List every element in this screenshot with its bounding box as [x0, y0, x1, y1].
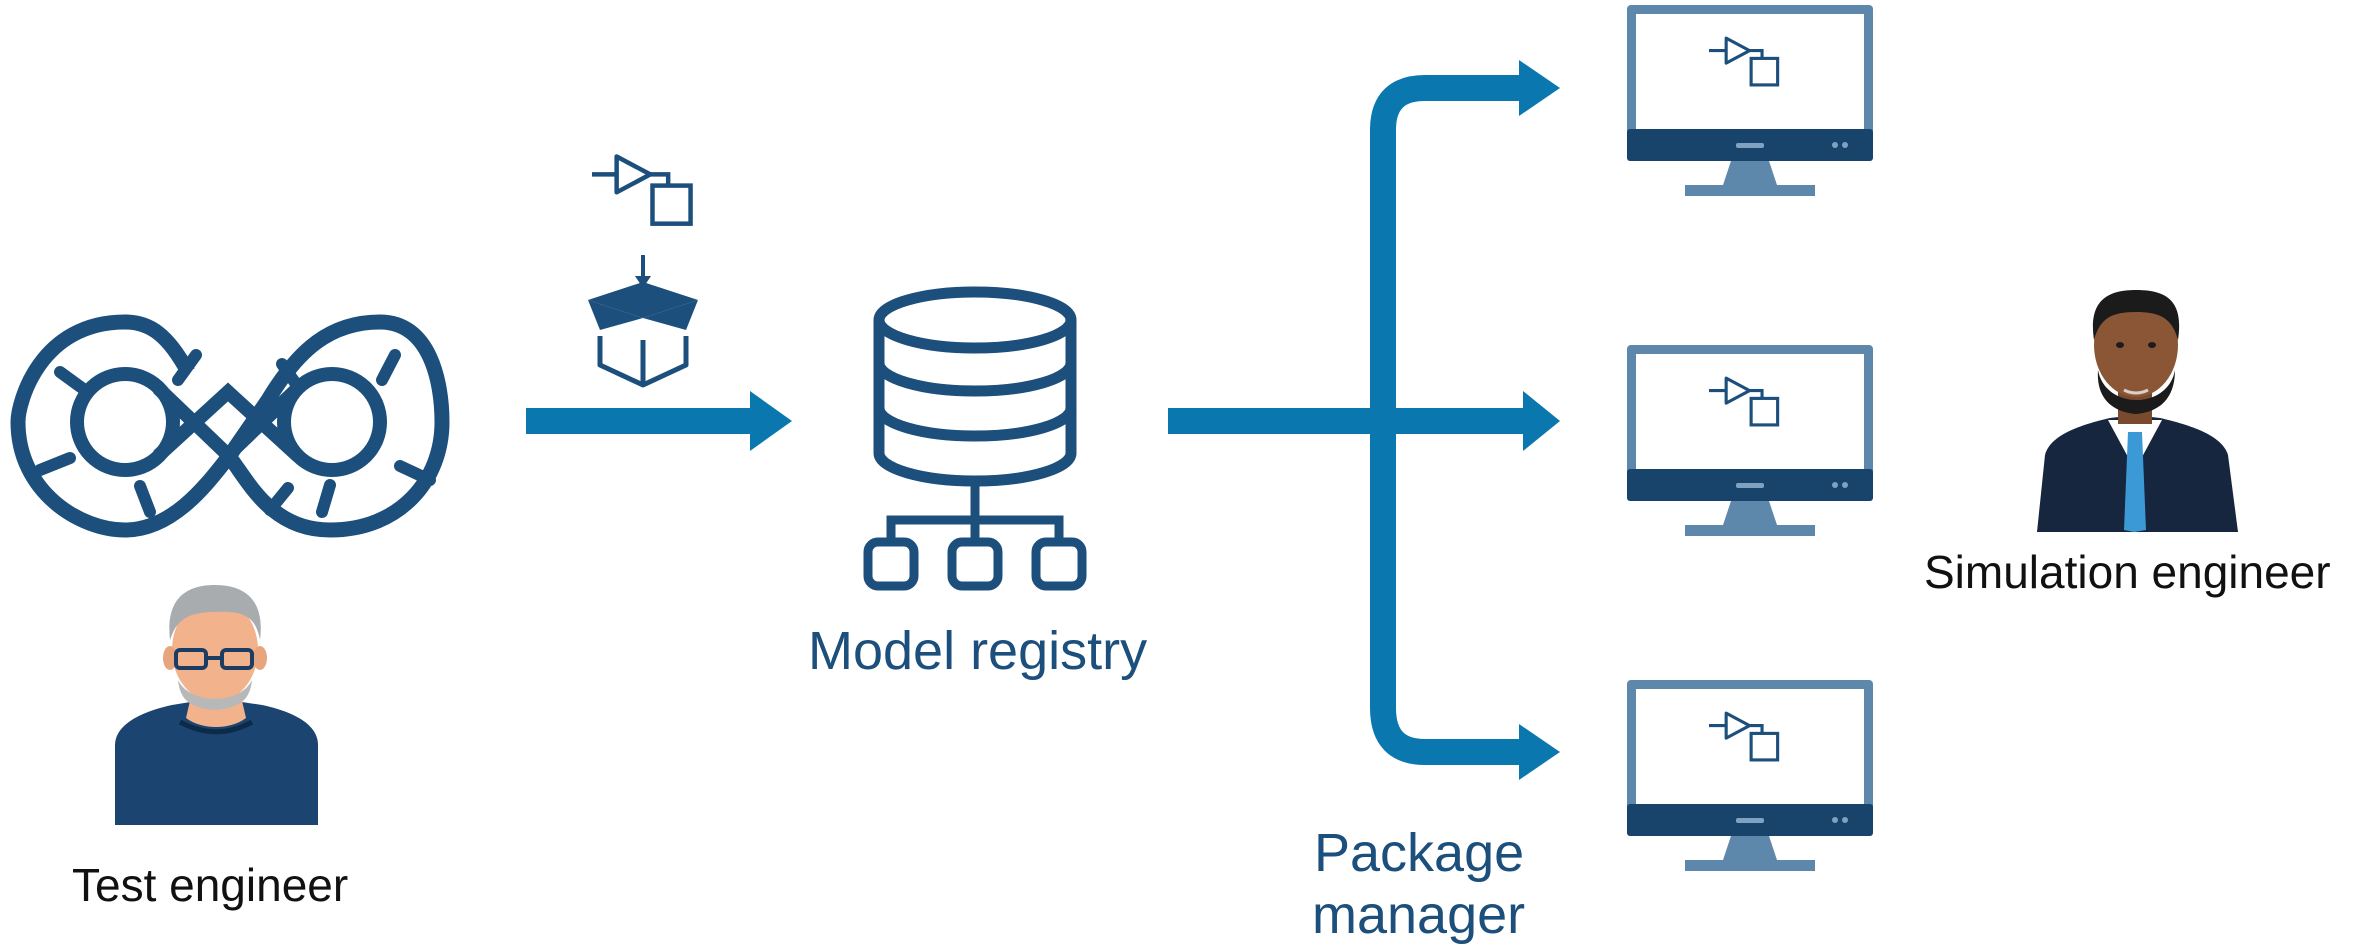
test-engineer-label: Test engineer [72, 859, 349, 911]
arrow-to-registry [526, 391, 792, 451]
database-registry-icon [863, 286, 1087, 591]
test-engineer-avatar [115, 585, 318, 825]
package-manager-label-line2: manager [1312, 885, 1526, 945]
infinity-loop-icon [10, 314, 450, 538]
model-registry-label: Model registry [808, 621, 1148, 681]
workstation-monitor-2 [1627, 345, 1873, 536]
package-manager-label-line1: Package [1314, 823, 1525, 883]
simulation-engineer-avatar [2037, 290, 2238, 532]
workstation-monitor-1 [1627, 5, 1873, 196]
workstation-monitor-3 [1627, 680, 1873, 871]
simulation-engineer-label: Simulation engineer [1924, 546, 2331, 598]
distribution-arrows [1168, 60, 1560, 780]
model-package-icon [588, 156, 698, 388]
